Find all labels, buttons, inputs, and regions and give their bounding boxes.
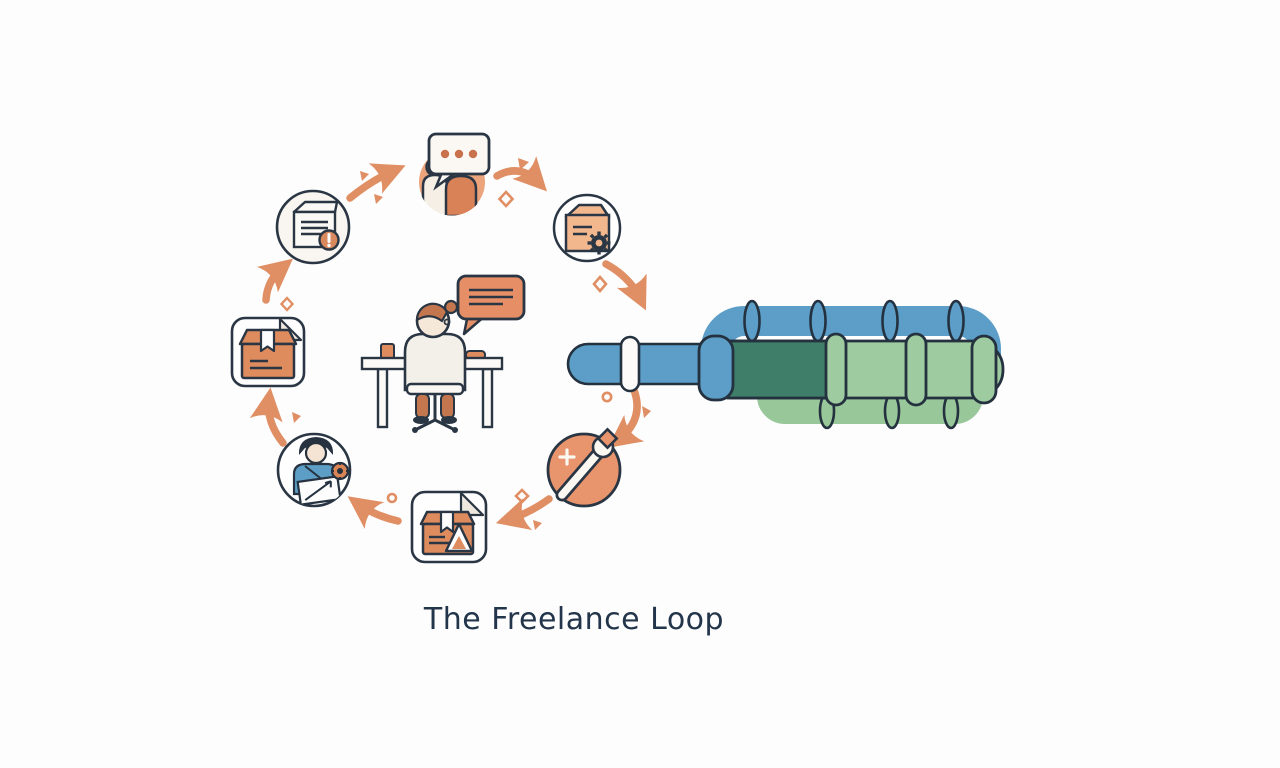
loop-arrows [249,156,647,530]
freelancer-at-desk-icon [360,274,526,433]
arrow-box-up [256,258,293,304]
chat-bubble-dots [427,132,491,191]
pipe-blue-collar [697,334,735,402]
arrow-review-up [249,387,287,447]
document-alert-icon [275,189,351,265]
arrow-wrench-to-package [495,495,553,530]
pipe-top-rings [743,299,965,343]
wrench-icon [546,427,622,508]
clients-chat-icon [419,132,491,216]
document-gear-icon [552,193,622,263]
package-box-icon [230,316,306,388]
person-back-view [403,299,467,433]
cone-badge [444,522,474,553]
pipe-green-collars [824,332,998,407]
arrow-chat-to-brief [493,156,547,192]
gear-glyph [587,231,611,255]
pipe-bottom-green-run [757,376,983,424]
interlocking-pipes-graphic [566,299,1005,430]
diagram-title: The Freelance Loop [423,602,725,637]
speech-bubble [456,274,526,336]
target-badge [330,461,350,481]
arrow-brief-down [602,260,647,311]
arrow-pipe-to-wrench [607,386,645,448]
pipe-white-ring [619,335,641,393]
exclamation-badge [318,229,340,251]
sparkle-decorations [279,158,651,530]
person-report-icon [276,432,352,508]
pipe-bottom-rings [818,392,960,430]
arrow-package-to-review [347,496,402,529]
plus-sparkle [558,448,576,466]
package-document-icon [410,490,488,564]
arrow-alert-to-chat [346,163,406,202]
